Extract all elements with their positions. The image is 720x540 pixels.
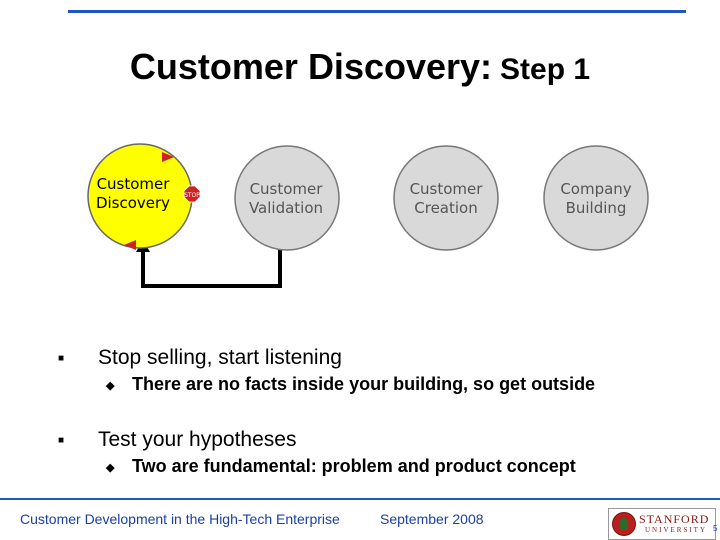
label-line: Customer: [96, 175, 170, 193]
title-main: Customer Discovery:: [129, 46, 493, 87]
label-line: Customer: [249, 180, 323, 198]
sub-bullet-text: There are no facts inside your building,…: [132, 374, 596, 394]
bullet-text: Test your hypotheses: [98, 428, 297, 451]
stanford-seal-icon: [612, 512, 636, 536]
sub-bullet-item: ◆ Two are fundamental: problem and produc…: [106, 456, 576, 477]
label-customer-validation: Customer Validation: [236, 180, 336, 218]
label-line: Discovery: [95, 194, 171, 212]
feedback-loop-arrow: [141, 246, 282, 288]
stanford-logo: STANFORD UNIVERSITY: [608, 508, 716, 540]
diamond-bullet-icon: ◆: [106, 379, 115, 392]
label-line: Building: [565, 199, 627, 217]
iteration-arrow-top: [162, 152, 174, 162]
footer-divider: [0, 498, 720, 500]
stop-sign-text: STOP: [184, 192, 200, 199]
logo-subword: UNIVERSITY: [645, 526, 707, 534]
title-step: Step 1: [500, 53, 591, 86]
sub-bullet-text: Two are fundamental: problem and product…: [132, 456, 576, 476]
diamond-bullet-icon: ◆: [106, 461, 115, 474]
square-bullet-icon: ■: [58, 434, 65, 446]
bullet-item: ■ Stop selling, start listening: [58, 346, 342, 370]
label-company-building: Company Building: [546, 180, 646, 218]
label-customer-creation: Customer Creation: [396, 180, 496, 218]
bullet-item: ■ Test your hypotheses: [58, 428, 296, 452]
label-line: Creation: [414, 199, 478, 217]
circle-customer-validation: [234, 145, 340, 251]
top-divider: [68, 10, 686, 13]
circle-customer-creation: [393, 145, 499, 251]
circle-company-building: [543, 145, 649, 251]
square-bullet-icon: ■: [58, 352, 65, 364]
label-line: Company: [560, 180, 632, 198]
footer-presentation-title: Customer Development in the High-Tech En…: [20, 511, 340, 527]
footer: [0, 498, 720, 540]
iteration-arrow-bottom: [124, 240, 136, 250]
slide-title: Customer Discovery:Step 1: [0, 46, 720, 88]
stop-sign-icon: STOP: [183, 185, 201, 203]
label-line: Validation: [248, 199, 324, 217]
footer-date: September 2008: [380, 511, 484, 527]
bullet-text: Stop selling, start listening: [98, 346, 342, 369]
label-customer-discovery: Customer Discovery: [83, 175, 183, 213]
label-line: Customer: [409, 180, 483, 198]
logo-wordmark: STANFORD: [639, 512, 710, 526]
sub-bullet-item: ◆ There are no facts inside your building…: [106, 374, 595, 395]
page-number: 5: [713, 524, 718, 533]
